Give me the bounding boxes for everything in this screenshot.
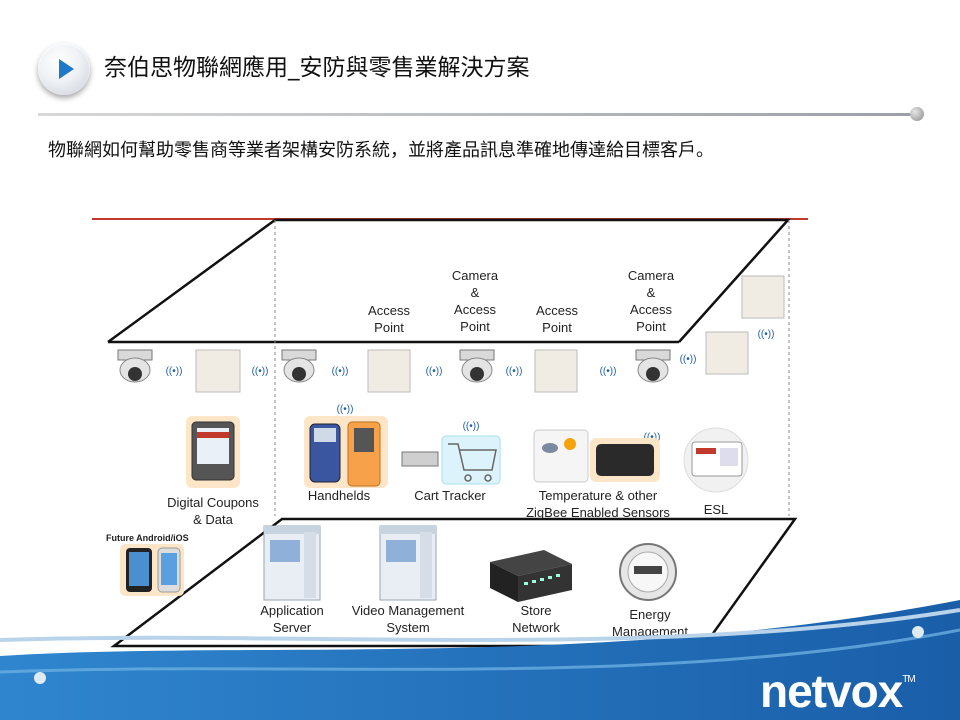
- divider-dot-icon: [910, 107, 924, 121]
- svg-text:((•)): ((•)): [463, 421, 480, 432]
- camera-icon: [117, 349, 153, 383]
- access-point-icon: [705, 331, 749, 375]
- header-divider: [38, 113, 914, 116]
- iot-retail-diagram: ((•)) ((•)) ((•)) ((•)) ((•)) ((•)) ((•)…: [92, 216, 808, 656]
- footer-dot-icon: [34, 672, 46, 684]
- store-network-label: Store Network: [512, 603, 560, 635]
- diagram-canvas: ((•)) ((•)) ((•)) ((•)) ((•)) ((•)) ((•)…: [92, 218, 808, 648]
- server-icon: [379, 525, 437, 601]
- svg-text:((•)): ((•)): [252, 366, 269, 377]
- svg-text:((•)): ((•)): [600, 366, 617, 377]
- upper-floor-plane: [107, 218, 791, 344]
- video-management-label: Video Management System: [351, 603, 465, 635]
- shopping-cart-icon: [448, 443, 497, 482]
- footer-swoosh: [0, 600, 960, 720]
- digital-coupons-label: Digital Coupons & Data: [167, 495, 259, 527]
- wireless-icon: ((•)) ((•)) ((•)) ((•)) ((•)) ((•)) ((•)…: [166, 329, 775, 443]
- netvox-logo: netvoxTM: [760, 665, 916, 717]
- zigbee-sensor-icon: [596, 444, 654, 476]
- svg-text:((•)): ((•)): [506, 366, 523, 377]
- camera-icon: [459, 349, 495, 383]
- glow: [441, 435, 501, 485]
- access-point-icon: [534, 349, 578, 393]
- tracker-box-icon: [401, 451, 439, 467]
- svg-text:((•)): ((•)): [644, 432, 661, 443]
- sensors-label: Temperature & other ZigBee Enabled Senso…: [526, 488, 670, 520]
- svg-text:((•)): ((•)): [758, 329, 775, 340]
- svg-text:((•)): ((•)): [166, 366, 183, 377]
- camera-access-point-label: Camera & Access Point: [627, 268, 675, 334]
- android-ios-label: Future Android/iOS: [106, 533, 189, 543]
- access-point-icon: [367, 349, 411, 393]
- svg-text:((•)): ((•)): [332, 366, 349, 377]
- access-point-label: Access Point: [368, 303, 410, 335]
- access-point-label: Access Point: [536, 303, 578, 335]
- esl-label: ESL: [703, 502, 729, 517]
- camera-icon: [281, 349, 317, 383]
- application-server-label: Application Server: [260, 603, 324, 635]
- play-icon: [38, 43, 90, 95]
- camera-icon: [635, 349, 671, 383]
- svg-text:((•)): ((•)): [426, 366, 443, 377]
- page-title: 奈伯思物聯網應用_安防與零售業解決方案: [104, 55, 530, 81]
- svg-text:((•)): ((•)): [680, 354, 697, 365]
- camera-access-point-label: Camera & Access Point: [451, 268, 499, 334]
- page-subtitle: 物聯網如何幫助零售商等業者架構安防系統，並將產品訊息準確地傳達給目標客戶。: [48, 140, 714, 161]
- cart-tracker-label: Cart Tracker: [414, 488, 486, 503]
- access-point-icon: [195, 349, 241, 393]
- energy-meter-icon: [619, 543, 677, 601]
- footer-dot-icon: [912, 626, 924, 638]
- weather-sensor-icon: [533, 429, 589, 483]
- handhelds-label: Handhelds: [307, 488, 371, 503]
- svg-text:((•)): ((•)): [337, 404, 354, 415]
- access-point-icon: [741, 275, 785, 319]
- server-icon: [263, 525, 321, 601]
- network-switch-icon: [490, 550, 572, 602]
